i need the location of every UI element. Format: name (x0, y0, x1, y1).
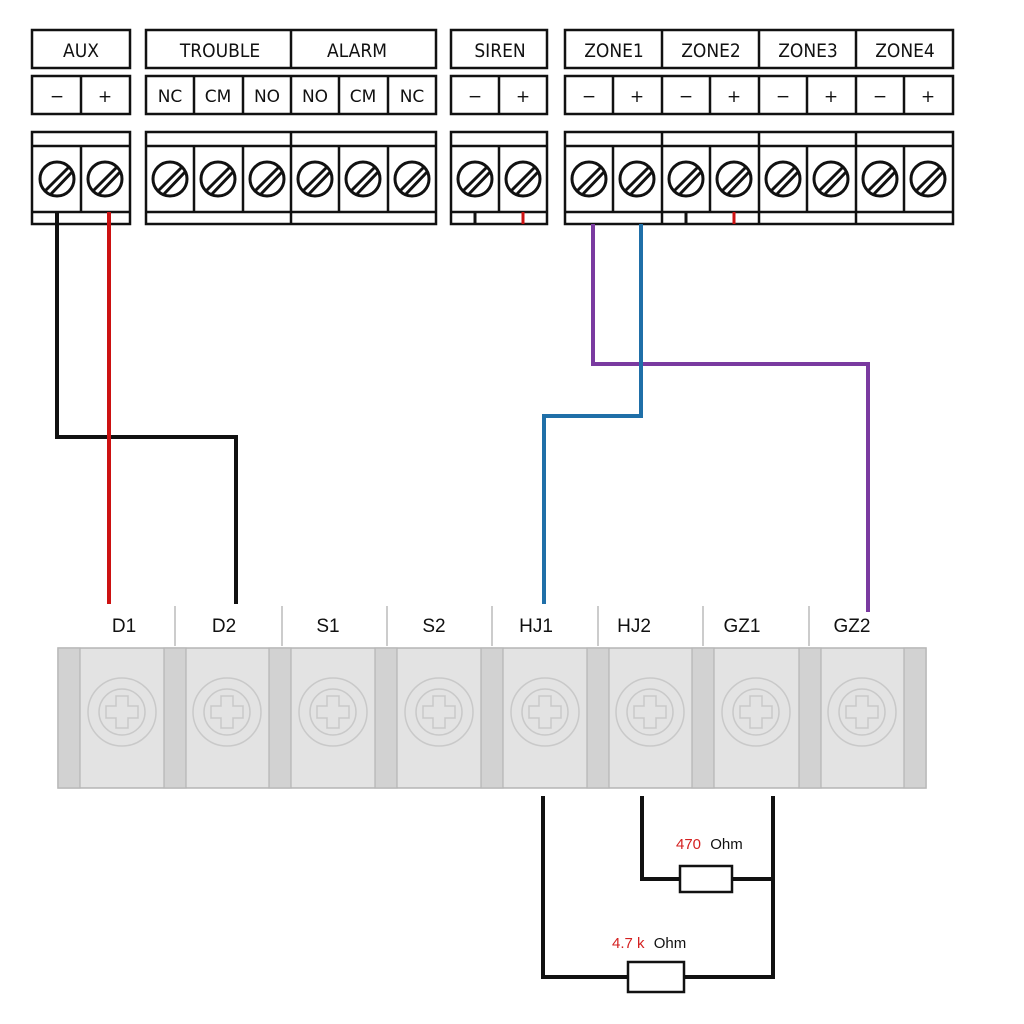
resistor-4k7-unit: Ohm (654, 935, 687, 952)
screw-icon (504, 160, 542, 198)
alarm-no-label: NO (302, 87, 328, 107)
top-terminal-block: AUX TROUBLE ALARM SIREN ZONE1 ZONE2 ZONE… (30, 28, 955, 226)
screw-icon (715, 160, 753, 198)
screw-icon (248, 160, 286, 198)
top-sub-row (30, 74, 955, 116)
top-header-row (30, 28, 955, 70)
resistor-labels: 470 Ohm 4.7 k Ohm (612, 836, 743, 952)
trouble-cm-label: CM (205, 87, 232, 107)
terminal-label-s2: S2 (422, 616, 445, 637)
terminal-label-s1: S1 (316, 616, 339, 637)
zone3-plus-label: + (824, 87, 838, 107)
top-screws (38, 160, 947, 198)
siren-header-box (449, 28, 549, 70)
wire-black-aux-to-d2 (55, 212, 238, 604)
group-label-aux: AUX (63, 40, 99, 62)
wire-hj2-to-470 (640, 796, 680, 881)
screw-icon (909, 160, 947, 198)
siren-minus-label: − (468, 87, 482, 107)
phillips-screw-icon (827, 677, 897, 747)
phillips-screw-icon (87, 677, 157, 747)
bottom-terminal-strip: D1 D2 S1 S2 HJ1 HJ2 GZ1 GZ2 (57, 606, 927, 789)
screw-icon (667, 160, 705, 198)
resistor-4k7-label: 4.7 k Ohm (612, 935, 686, 952)
terminal-label-hj1: HJ1 (519, 616, 553, 637)
trouble-nc-label: NC (158, 87, 183, 107)
wire-4k7-to-gz1 (684, 796, 775, 979)
zone4-minus-label: − (873, 87, 887, 107)
wires (55, 212, 870, 612)
group-label-zone4: ZONE4 (875, 40, 935, 62)
zone3-minus-label: − (776, 87, 790, 107)
screw-icon (393, 160, 431, 198)
screw-icon (296, 160, 334, 198)
aux-header-box (30, 28, 132, 70)
screw-icon (861, 160, 899, 198)
screw-icon (38, 160, 76, 198)
phillips-screw-icon (298, 677, 368, 747)
top-screw-housings (30, 130, 955, 226)
screw-icon (86, 160, 124, 198)
alarm-cm-label: CM (350, 87, 377, 107)
resistor-4k7-value: 4.7 k (612, 935, 645, 952)
zone4-plus-label: + (921, 87, 935, 107)
group-label-zone2: ZONE2 (681, 40, 741, 62)
wire-hj1-to-4k7 (541, 796, 628, 979)
resistor-4k7-icon (626, 960, 686, 994)
aux-minus-label: − (50, 87, 64, 107)
screw-icon (618, 160, 656, 198)
siren-plus-label: + (516, 87, 530, 107)
resistor-470-icon (678, 864, 734, 894)
terminal-label-hj2: HJ2 (617, 616, 651, 637)
phillips-screw-icon (615, 677, 685, 747)
screw-icon (570, 160, 608, 198)
zone2-plus-label: + (727, 87, 741, 107)
wire-blue-zone1-to-hj1 (542, 224, 643, 604)
terminal-label-gz1: GZ1 (724, 616, 761, 637)
group-label-siren: SIREN (474, 40, 525, 62)
resistor-470-unit: Ohm (710, 836, 743, 853)
screw-icon (199, 160, 237, 198)
resistor-470-value: 470 (676, 836, 701, 853)
top-sub-labels: − + NC CM NO NO CM NC − + − + − + − + − … (50, 87, 935, 107)
terminal-label-d2: D2 (212, 616, 236, 637)
zone1-plus-label: + (630, 87, 644, 107)
bottom-terminal-labels: D1 D2 S1 S2 HJ1 HJ2 GZ1 GZ2 (112, 616, 871, 637)
terminal-label-gz2: GZ2 (834, 616, 871, 637)
terminal-label-d1: D1 (112, 616, 136, 637)
trouble-no-label: NO (254, 87, 280, 107)
resistor-470-label: 470 Ohm (676, 836, 743, 853)
bottom-screws (87, 677, 897, 747)
phillips-screw-icon (721, 677, 791, 747)
top-header-labels: AUX TROUBLE ALARM SIREN ZONE1 ZONE2 ZONE… (63, 40, 935, 62)
zone2-minus-label: − (679, 87, 693, 107)
screw-icon (764, 160, 802, 198)
screw-icon (151, 160, 189, 198)
group-label-zone3: ZONE3 (778, 40, 838, 62)
phillips-screw-icon (404, 677, 474, 747)
phillips-screw-icon (192, 677, 262, 747)
wire-purple-zone1-to-gz2 (591, 224, 870, 612)
zone1-minus-label: − (582, 87, 596, 107)
group-label-alarm: ALARM (327, 40, 387, 62)
screw-icon (344, 160, 382, 198)
screw-icon (812, 160, 850, 198)
strip-separators (57, 647, 927, 789)
alarm-nc-label: NC (400, 87, 425, 107)
group-label-trouble: TROUBLE (179, 40, 260, 62)
aux-plus-label: + (98, 87, 112, 107)
resistor-network (541, 796, 775, 994)
phillips-screw-icon (510, 677, 580, 747)
screw-icon (456, 160, 494, 198)
group-label-zone1: ZONE1 (584, 40, 644, 62)
